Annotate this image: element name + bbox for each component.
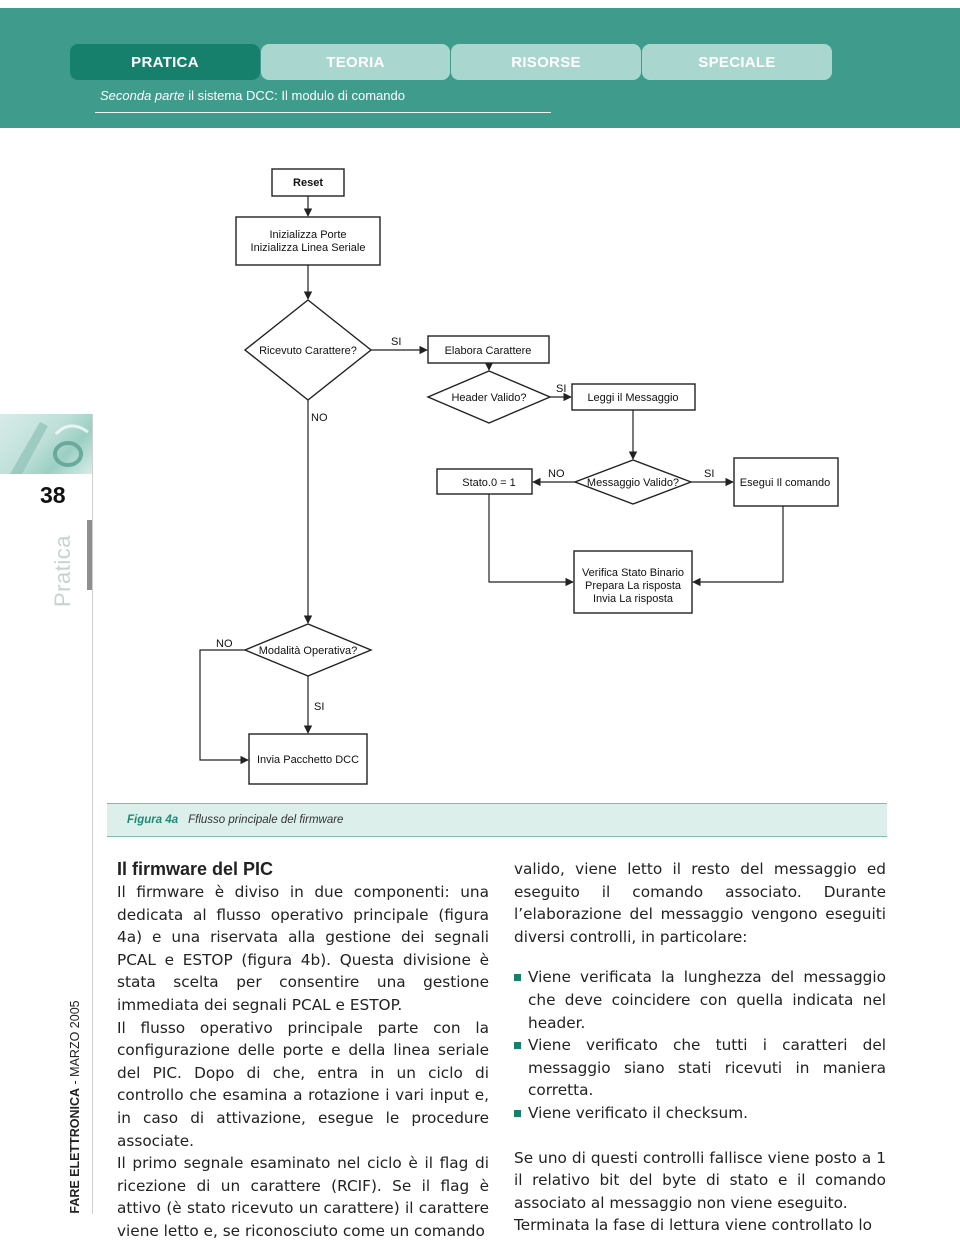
article-column-left: Il firmware del PIC Il firmware è diviso… — [117, 858, 489, 1243]
article-paragraph-4: valido, viene letto il resto del messagg… — [514, 860, 886, 946]
breadcrumb-title: il sistema DCC: Il modulo di comando — [188, 88, 405, 103]
article-column-right: valido, viene letto il resto del messagg… — [514, 858, 886, 1237]
verify-box — [573, 550, 693, 614]
margin-photo — [0, 414, 92, 474]
init-label-1: Inizializza Porte — [269, 229, 346, 241]
article-paragraph-6: Terminata la fase di lettura viene contr… — [514, 1216, 872, 1235]
message-valid-label: Messaggio Valido? — [587, 477, 679, 489]
magazine-name: FARE ELETTRONICA — [68, 1087, 82, 1214]
send-packet-label: Invia Pacchetto DCC — [257, 754, 359, 766]
figure-caption-text: Fflusso principale del firmware — [188, 814, 344, 826]
received-char-decision — [243, 299, 373, 401]
verify-label-3: Invia La risposta — [593, 593, 674, 605]
send-packet-box — [248, 733, 368, 785]
message-valid-decision — [573, 459, 693, 505]
figure-label: Figura 4a — [127, 814, 179, 826]
operative-mode-label: Modalità Operativa? — [259, 645, 357, 657]
branch-no-operative: NO — [216, 638, 233, 650]
operative-mode-decision — [243, 623, 373, 677]
branch-yes-received: SI — [391, 336, 401, 348]
execute-box — [733, 457, 839, 507]
magazine-issue: - MARZO 2005 — [68, 1000, 82, 1088]
tab-risorse[interactable]: RISORSE — [451, 44, 641, 80]
branch-yes-header: SI — [556, 383, 566, 395]
left-rule — [92, 414, 93, 1214]
article-paragraph-1: Il firmware è diviso in due componenti: … — [117, 883, 489, 1014]
article-paragraph-3: Il primo segnale esaminato nel ciclo è i… — [117, 1154, 489, 1240]
execute-label: Esegui Il comando — [740, 477, 831, 489]
article-paragraph-2: Il flusso operativo principale parte con… — [117, 1018, 489, 1150]
article-heading: Il firmware del PIC — [117, 859, 274, 879]
page-number: 38 — [40, 482, 66, 508]
page-header: PRATICA TEORIA RISORSE SPECIALE Seconda … — [0, 8, 960, 128]
read-message-label: Leggi il Messaggio — [587, 392, 678, 404]
branch-yes-message: SI — [704, 468, 714, 480]
checks-list: Viene verificata la lunghezza del messag… — [514, 966, 886, 1124]
branch-no-message: NO — [548, 468, 565, 480]
tab-teoria[interactable]: TEORIA — [261, 44, 450, 80]
reset-label: Reset — [293, 177, 323, 189]
received-char-label: Ricevuto Carattere? — [259, 345, 357, 357]
elabora-label: Elabora Carattere — [445, 345, 532, 357]
init-label-2: Inizializza Linea Seriale — [251, 242, 366, 254]
article-paragraph-5: Se uno di questi controlli fallisce vien… — [514, 1148, 886, 1212]
tab-speciale[interactable]: SPECIALE — [642, 44, 832, 80]
list-item: Viene verificato il checksum. — [514, 1102, 886, 1125]
state-box — [436, 468, 533, 495]
list-item: Viene verificata la lunghezza del messag… — [514, 966, 886, 1034]
figure-caption: Figura 4a Fflusso principale del firmwar… — [107, 803, 887, 837]
list-item: Viene verificato che tutti i caratteri d… — [514, 1034, 886, 1102]
breadcrumb-rule — [95, 112, 551, 113]
init-box — [235, 216, 381, 266]
flowchart-diagram: Reset Inizializza Porte Inizializza Line… — [199, 168, 839, 785]
verify-label-2: Prepara La risposta — [585, 580, 682, 592]
reset-box — [271, 168, 345, 197]
verify-label-1: Verifica Stato Binario — [582, 567, 684, 579]
read-message-box — [571, 383, 696, 411]
elabora-box — [427, 335, 550, 364]
branch-yes-operative: SI — [314, 701, 324, 713]
tab-pratica[interactable]: PRATICA — [70, 44, 260, 80]
breadcrumb: Seconda parte il sistema DCC: Il modulo … — [100, 88, 405, 103]
state-label: Stato.0 = 1 — [462, 477, 516, 489]
header-valid-decision — [426, 370, 552, 424]
magazine-vertical-label: FARE ELETTRONICA - MARZO 2005 — [68, 977, 92, 1237]
branch-no-received: NO — [311, 412, 328, 424]
breadcrumb-part: Seconda parte — [100, 88, 185, 103]
margin-bar — [87, 520, 92, 590]
header-valid-label: Header Valido? — [451, 392, 526, 404]
